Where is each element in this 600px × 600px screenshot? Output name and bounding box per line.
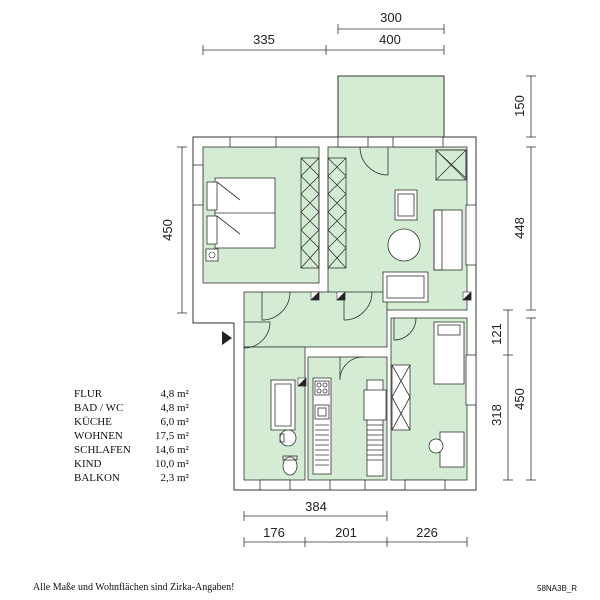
room-area: 14,6 m² bbox=[154, 444, 189, 456]
dim-top-right: 400 bbox=[379, 32, 401, 47]
room-area: 4,8 m² bbox=[160, 388, 189, 400]
room-area: 10,0 m² bbox=[154, 458, 189, 470]
doors bbox=[243, 146, 417, 381]
dim-right-upper: 448 bbox=[512, 217, 527, 239]
living-furniture bbox=[382, 149, 467, 303]
room-name: BAD / WC bbox=[74, 402, 124, 414]
dim-left-side: 450 bbox=[160, 219, 175, 241]
room-row: WOHNEN 17,5 m² bbox=[74, 429, 189, 443]
room-name: KÜCHE bbox=[74, 416, 112, 428]
dim-top-upper: 300 bbox=[380, 10, 402, 25]
room-area: 6,0 m² bbox=[160, 416, 189, 428]
room-name: BALKON bbox=[74, 472, 120, 484]
dim-right-mid: 121 bbox=[489, 323, 504, 345]
room-row: BALKON 2,3 m² bbox=[74, 471, 189, 485]
room-row: KIND 10,0 m² bbox=[74, 457, 189, 471]
room-name: SCHLAFEN bbox=[74, 444, 131, 456]
entrance-arrow-icon bbox=[222, 331, 232, 345]
disclaimer-note: Alle Maße und Wohnflächen sind Zirka-Ang… bbox=[33, 582, 235, 593]
room-name: KIND bbox=[74, 458, 102, 470]
room-area: 4,8 m² bbox=[160, 402, 189, 414]
room-row: FLUR 4,8 m² bbox=[74, 387, 189, 401]
dim-bottom-total: 384 bbox=[305, 499, 327, 514]
room-row: KÜCHE 6,0 m² bbox=[74, 415, 189, 429]
room-area: 2,3 m² bbox=[160, 472, 189, 484]
room-area: 17,5 m² bbox=[154, 430, 189, 442]
dim-right-balcony: 150 bbox=[512, 95, 527, 117]
balcony bbox=[337, 75, 445, 138]
dim-bottom-c: 226 bbox=[416, 525, 438, 540]
room-row: BAD / WC 4,8 m² bbox=[74, 401, 189, 415]
dim-bottom-b: 201 bbox=[335, 525, 357, 540]
nightstand bbox=[205, 248, 219, 262]
room-area-table: FLUR 4,8 m² BAD / WC 4,8 m² KÜCHE 6,0 m² WO… bbox=[74, 387, 189, 485]
dim-bottom-a: 176 bbox=[263, 525, 285, 540]
dim-top-left: 335 bbox=[253, 32, 275, 47]
room-row: SCHLAFEN 14,6 m² bbox=[74, 443, 189, 457]
windows bbox=[192, 136, 477, 491]
kids-room-furniture bbox=[391, 321, 465, 468]
room-name: WOHNEN bbox=[74, 430, 123, 442]
dim-right-kind-inner: 318 bbox=[489, 404, 504, 426]
wardrobes bbox=[300, 157, 347, 269]
plan-code: 58NA3B_R bbox=[537, 584, 578, 593]
double-bed bbox=[206, 177, 276, 249]
dim-right-lower: 450 bbox=[512, 388, 527, 410]
bathroom-fixtures bbox=[270, 379, 298, 476]
outlets bbox=[297, 291, 472, 387]
kitchen-fixtures bbox=[312, 377, 387, 477]
dimension-lines bbox=[177, 24, 536, 547]
room-name: FLUR bbox=[74, 388, 103, 400]
